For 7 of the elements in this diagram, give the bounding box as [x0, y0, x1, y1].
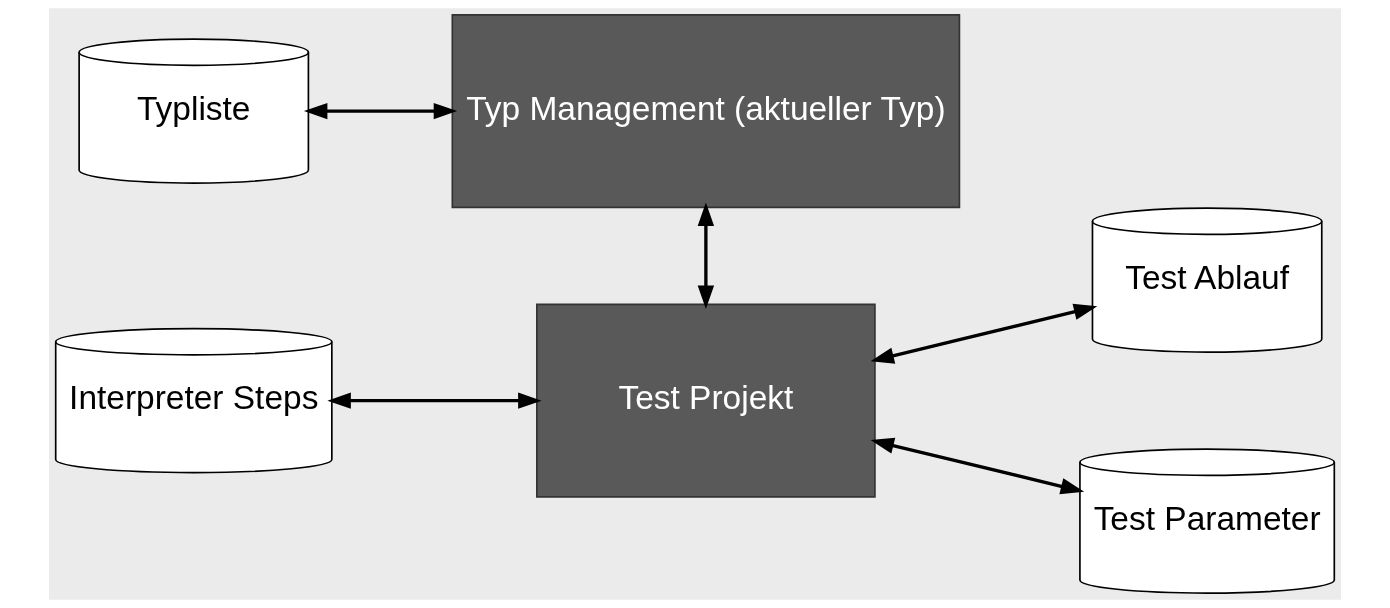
arrow: [870, 437, 1085, 495]
arrow: [870, 303, 1098, 364]
node-box: Typ Management (aktueller Typ): [451, 14, 961, 209]
arrow: [327, 392, 542, 409]
arrow: [303, 102, 458, 120]
arrow: [697, 202, 715, 309]
node-box: Test Projekt: [536, 303, 876, 498]
